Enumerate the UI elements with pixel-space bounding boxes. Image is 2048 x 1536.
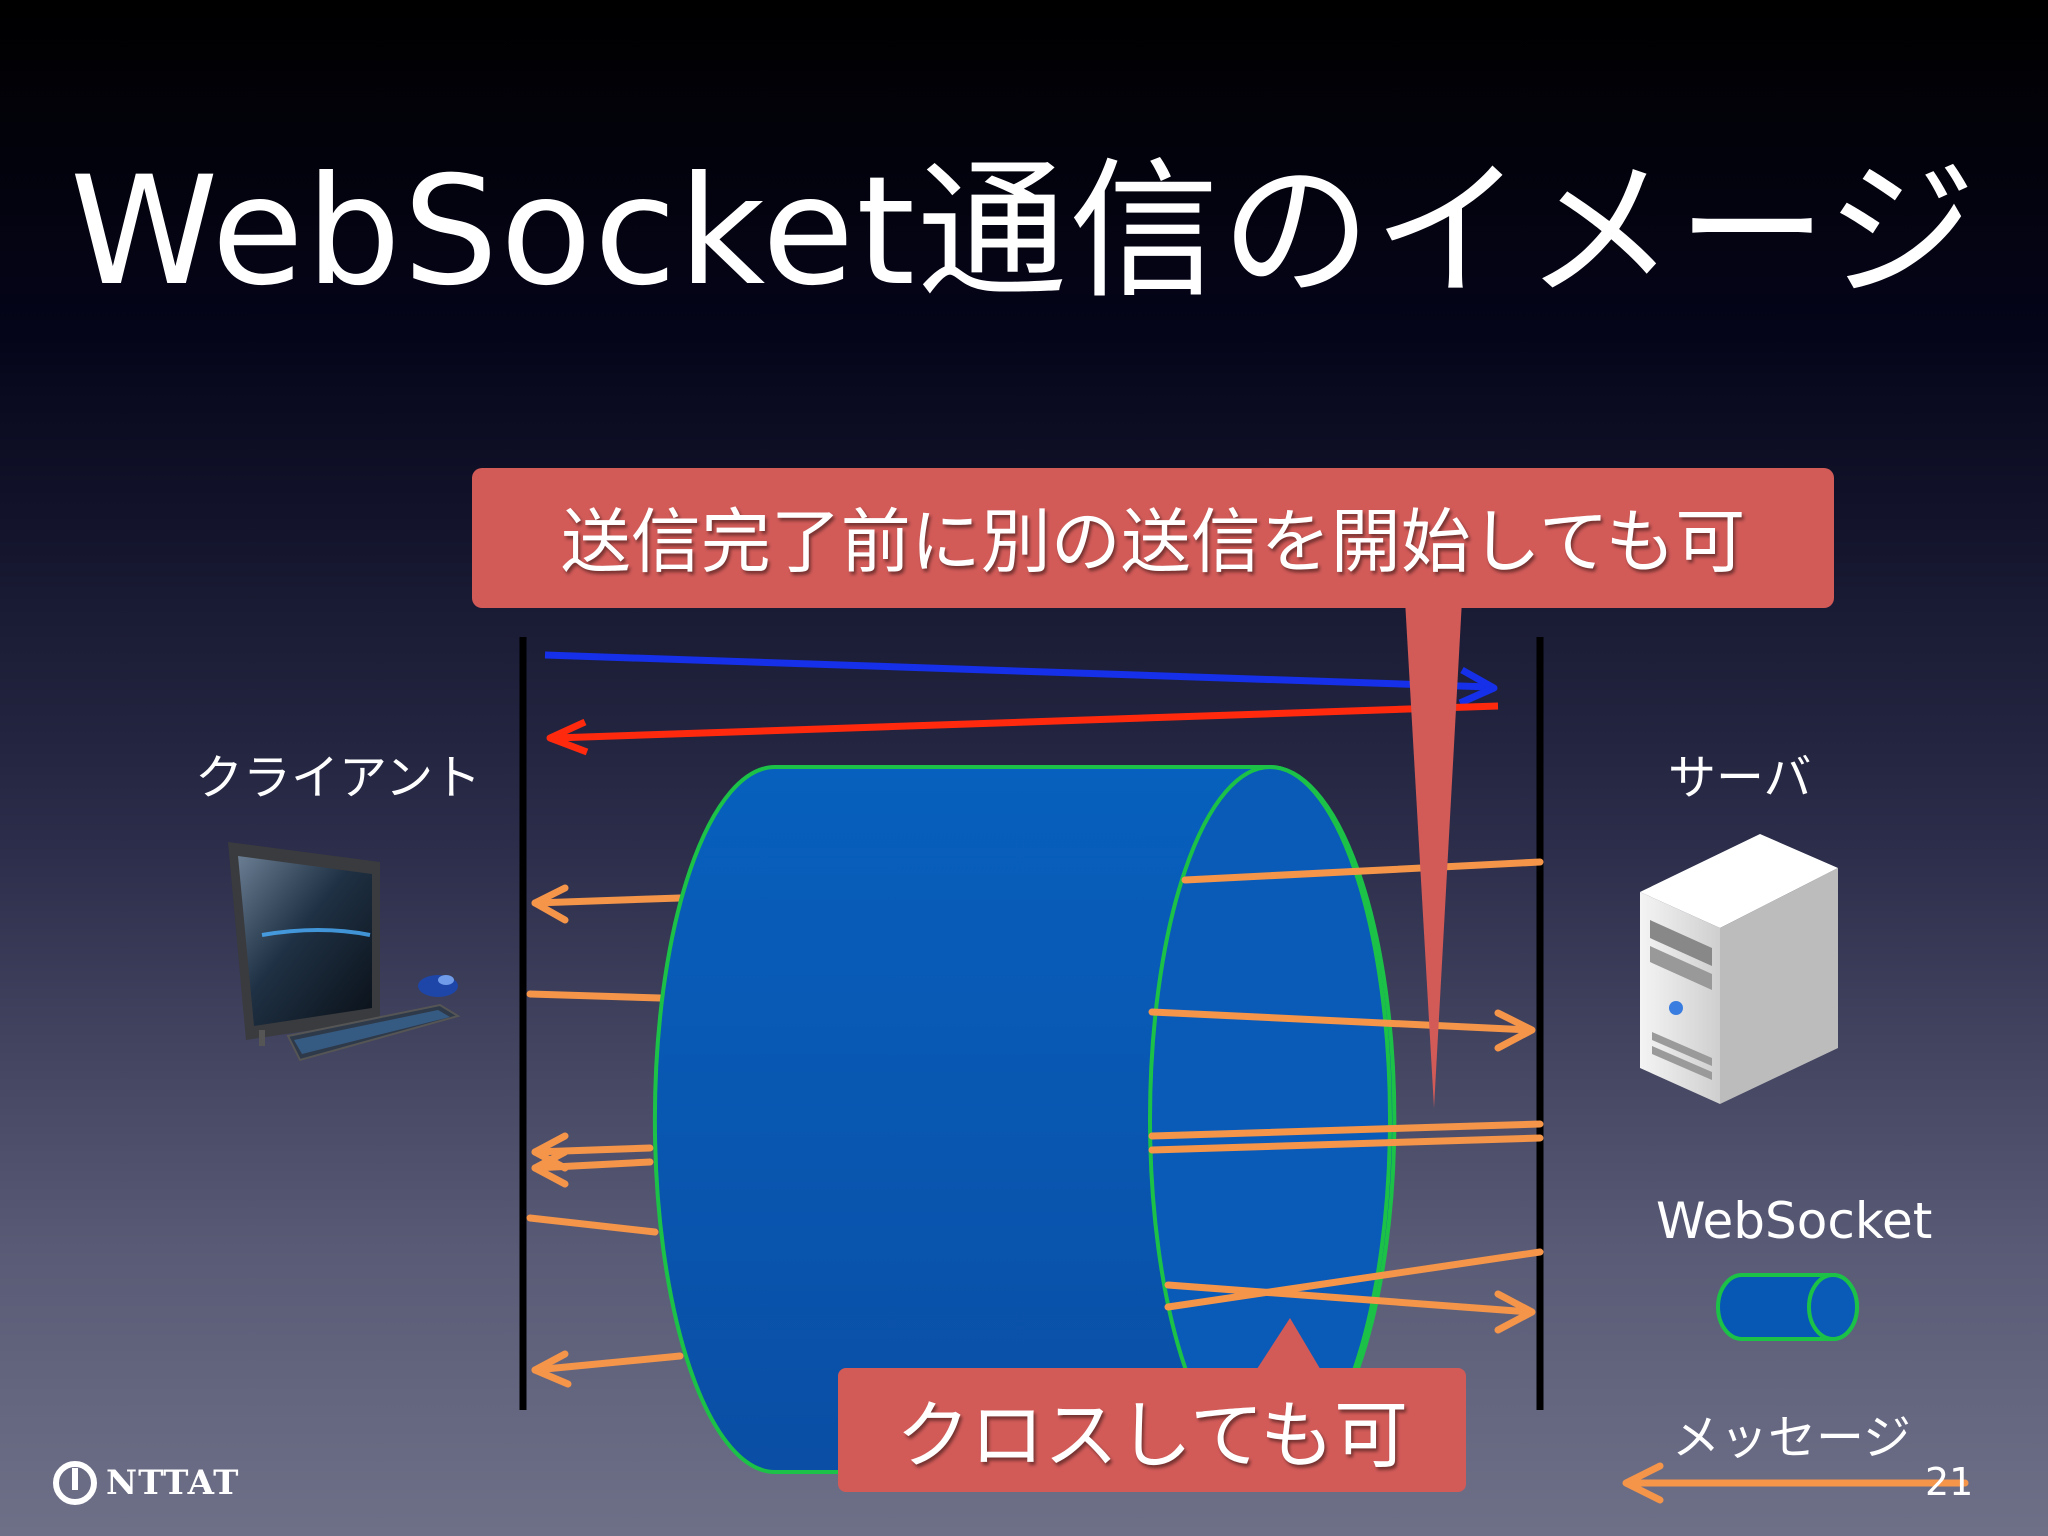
top-callout-text: 送信完了前に別の送信を開始しても可 — [560, 501, 1746, 583]
slide-title: WebSocket通信のイメージ — [69, 145, 1979, 319]
logo-text: NTTAT — [106, 1463, 240, 1503]
bottom-callout-shape — [838, 1318, 1466, 1492]
message-arrows-right — [1148, 858, 1544, 1334]
top-callout-shape — [472, 468, 1834, 1108]
legend-websocket-icon — [1716, 1273, 1859, 1341]
client-label: クライアント — [195, 750, 482, 806]
server-label: サーバ — [1668, 750, 1812, 806]
legend-message-label: メッセージ — [1672, 1410, 1912, 1466]
desktop-computer-icon — [228, 842, 461, 1062]
message-arrows-left — [526, 884, 684, 1388]
ntt-logo-icon — [53, 1461, 97, 1505]
legend-message-arrow-icon — [1622, 1462, 1969, 1504]
bottom-callout-text: クロスしても可 — [895, 1393, 1409, 1479]
blue-message-arrow — [544, 651, 1498, 707]
ntt-at-logo: NTTAT — [52, 1460, 239, 1506]
server-tower-icon — [1640, 834, 1838, 1104]
red-message-arrow — [546, 702, 1499, 756]
legend-websocket-label: WebSocket — [1656, 1192, 1933, 1250]
page-number: 21 — [1925, 1460, 1974, 1504]
